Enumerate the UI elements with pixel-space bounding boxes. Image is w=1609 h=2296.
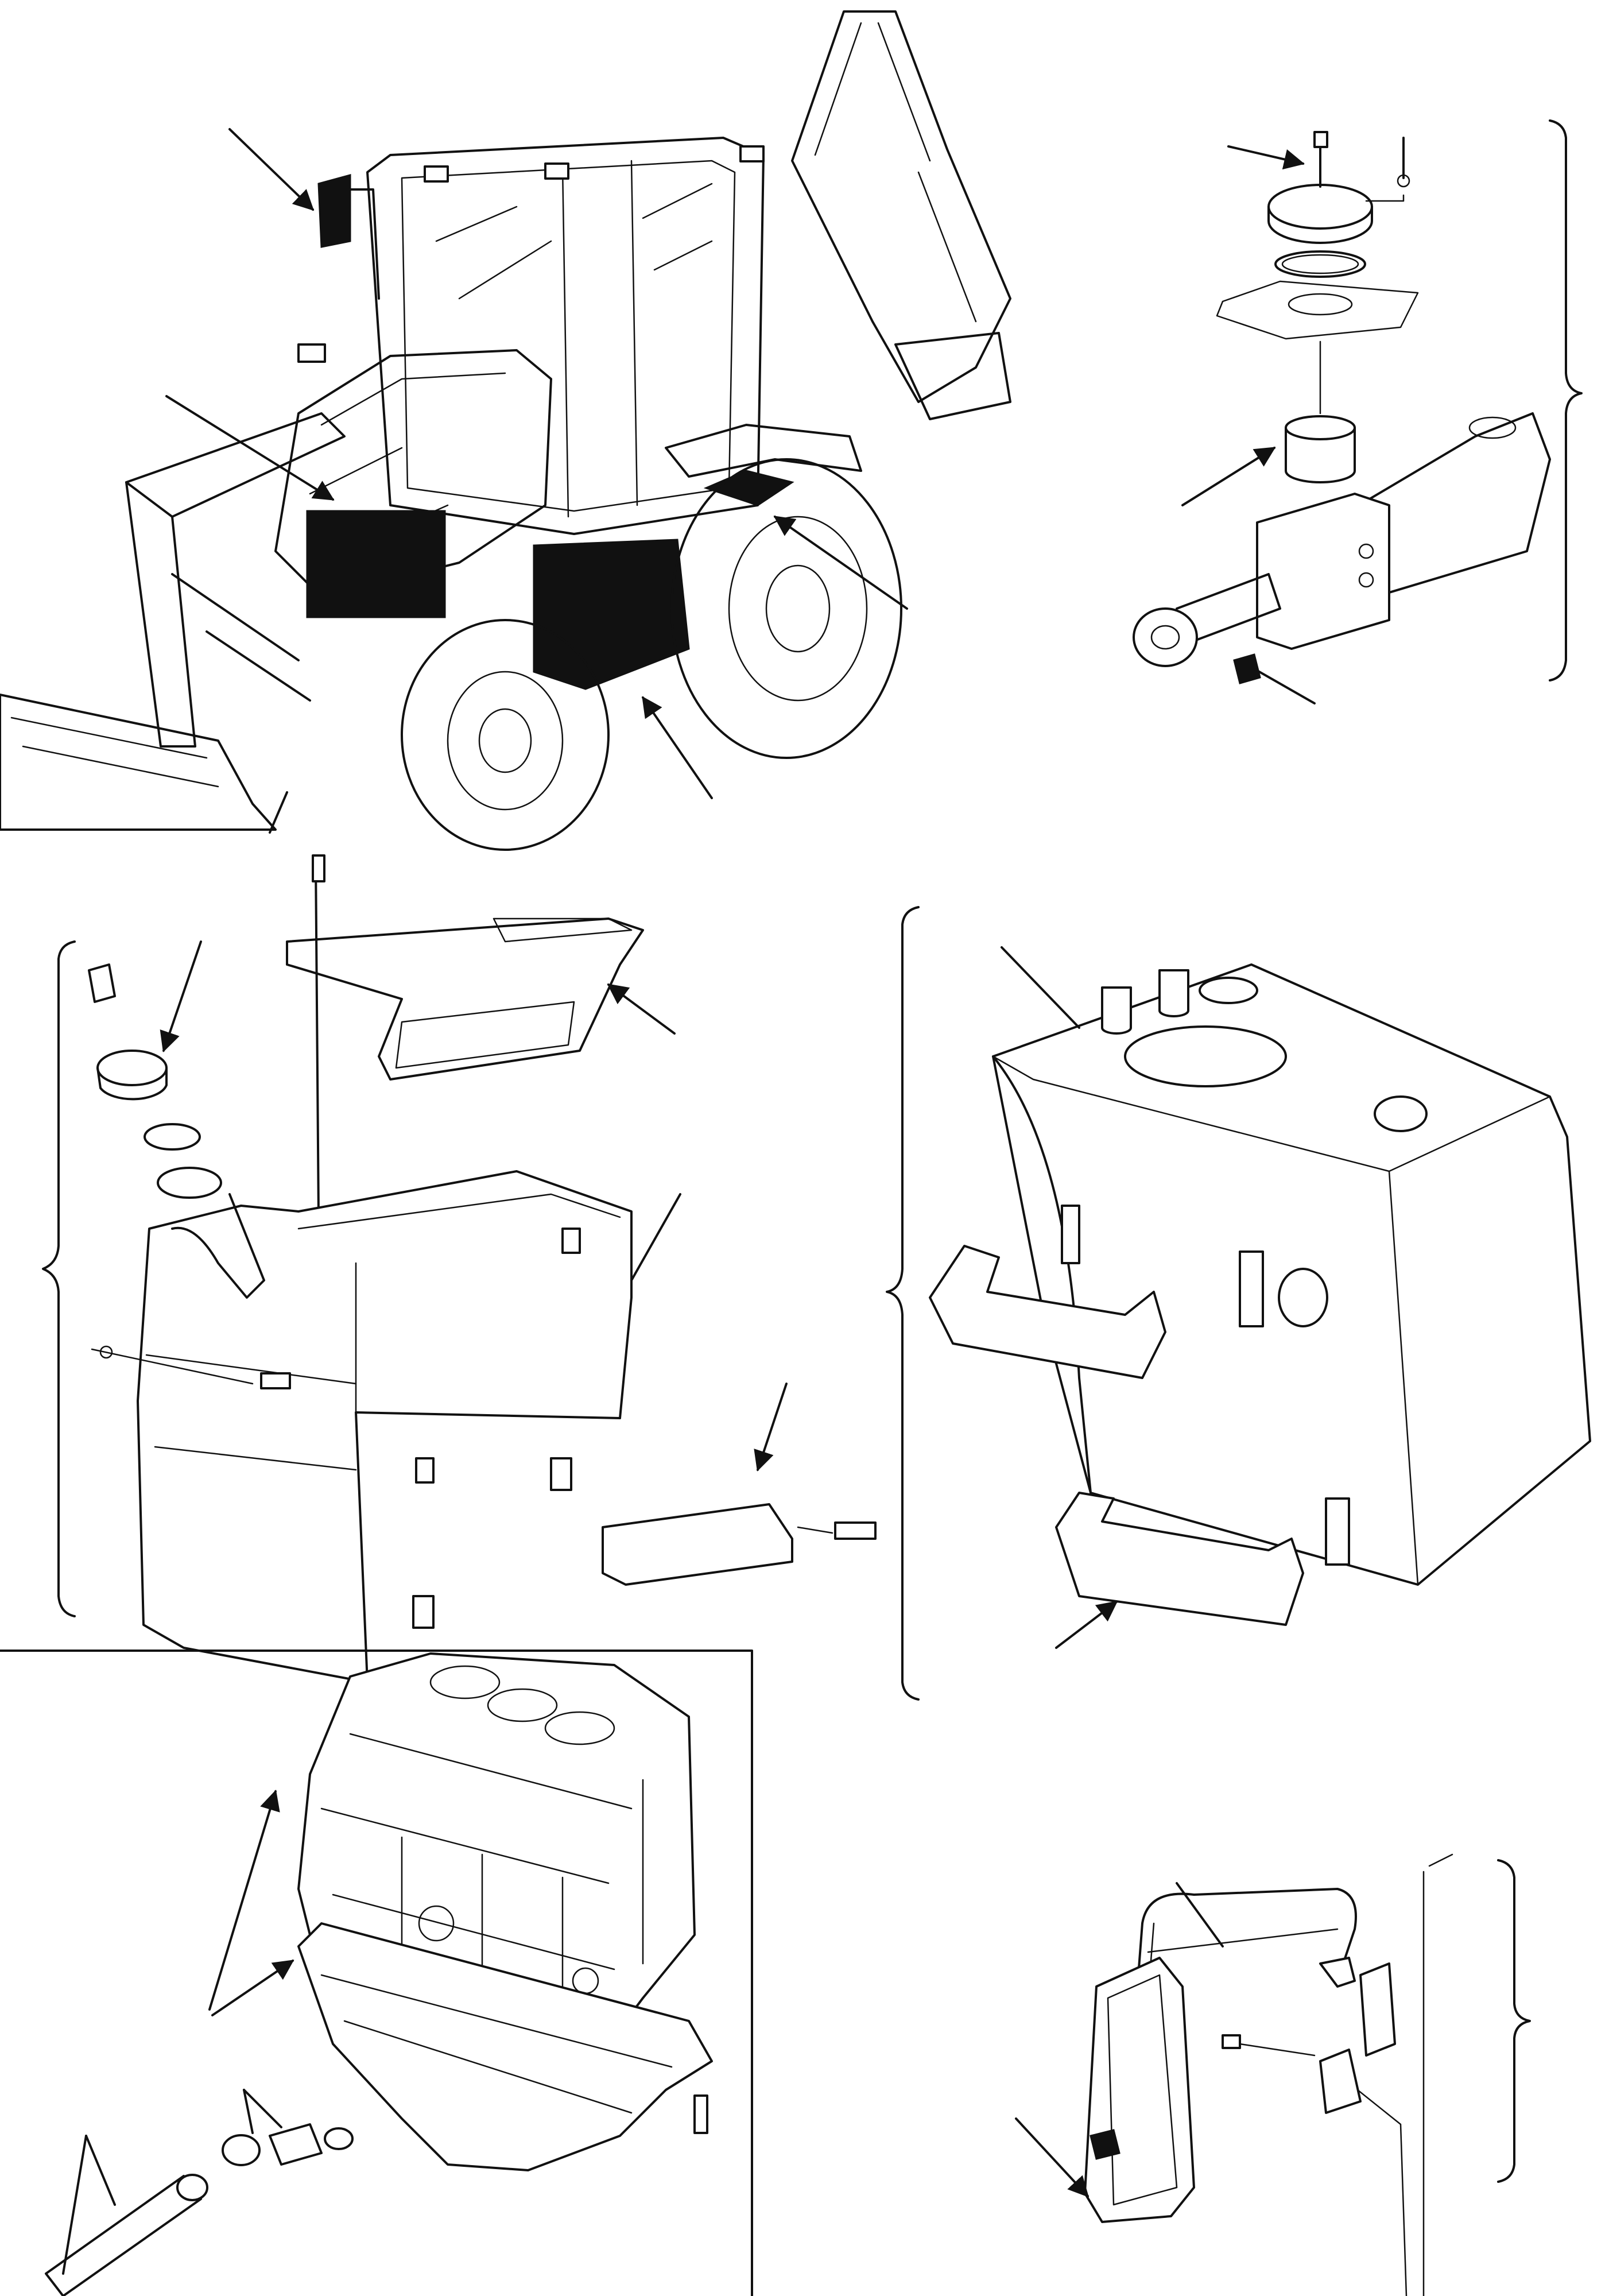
mirror-panel bbox=[1015, 1853, 1531, 2296]
hydraulic-cylinder-panel bbox=[1133, 119, 1583, 704]
front-component-blackout bbox=[306, 510, 446, 618]
right-tank-panel bbox=[886, 906, 1591, 1701]
side-tank-blackout bbox=[533, 539, 690, 690]
backhoe-loader-panel bbox=[0, 10, 1011, 851]
left-tank-panel bbox=[42, 854, 877, 1683]
engine-panel bbox=[0, 1650, 753, 2296]
